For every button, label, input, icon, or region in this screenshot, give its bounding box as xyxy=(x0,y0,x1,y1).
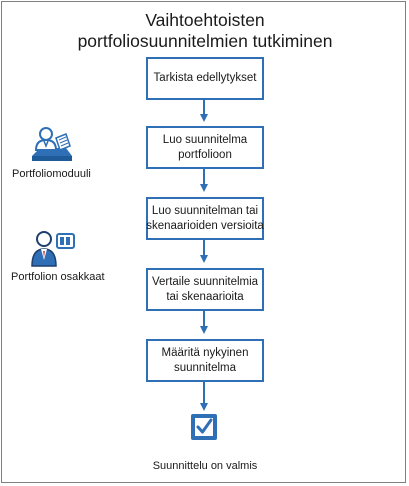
title-line-1: Vaihtoehtoisten xyxy=(145,10,265,30)
arrow-2-head xyxy=(200,184,208,192)
arrow-3 xyxy=(200,240,208,263)
checkbox-checked-icon xyxy=(191,414,217,440)
step-5-line-2: suunnitelma xyxy=(173,361,236,374)
step-2-line-2: portfolioon xyxy=(178,148,232,161)
arrow-4 xyxy=(200,311,208,334)
step-4-line-1: Vertaile suunnitelmia xyxy=(151,275,259,288)
diagram-title: Vaihtoehtoisten portfoliosuunnitelmien t… xyxy=(60,10,350,52)
step-set-current-plan: Määritä nykyinen suunnitelma xyxy=(146,339,264,382)
arrow-2 xyxy=(200,169,208,192)
end-label: Suunnittelu on valmis xyxy=(152,460,258,472)
step-check-prerequisites: Tarkista edellytykset xyxy=(146,57,264,100)
step-create-plan: Luo suunnitelma portfolioon xyxy=(146,126,264,169)
portfolio-module-icon xyxy=(32,127,72,161)
step-3-line-1: Luo suunnitelman tai xyxy=(151,204,259,217)
portfolio-module-label: Portfoliomoduuli xyxy=(12,168,91,180)
step-5-line-1: Määritä nykyinen xyxy=(161,346,249,359)
step-1-line-1: Tarkista edellytykset xyxy=(153,72,257,84)
arrow-5 xyxy=(200,382,208,411)
arrow-4-head xyxy=(200,326,208,334)
step-create-versions: Luo suunnitelman tai skenaarioiden versi… xyxy=(146,197,264,240)
step-2-line-1: Luo suunnitelma xyxy=(162,133,248,146)
step-compare-plans: Vertaile suunnitelmia tai skenaarioita xyxy=(146,268,264,311)
step-4-line-2: tai skenaarioita xyxy=(166,290,244,303)
arrow-1 xyxy=(200,100,208,122)
portfolio-stakeholders-label: Portfolion osakkaat xyxy=(11,271,105,283)
step-3-line-2: skenaarioiden versioita xyxy=(146,219,264,232)
arrow-3-head xyxy=(200,255,208,263)
arrow-5-head xyxy=(200,403,208,411)
title-line-2: portfoliosuunnitelmien tutkiminen xyxy=(77,31,333,51)
portfolio-stakeholders-icon xyxy=(31,231,75,267)
arrow-1-head xyxy=(200,114,208,122)
